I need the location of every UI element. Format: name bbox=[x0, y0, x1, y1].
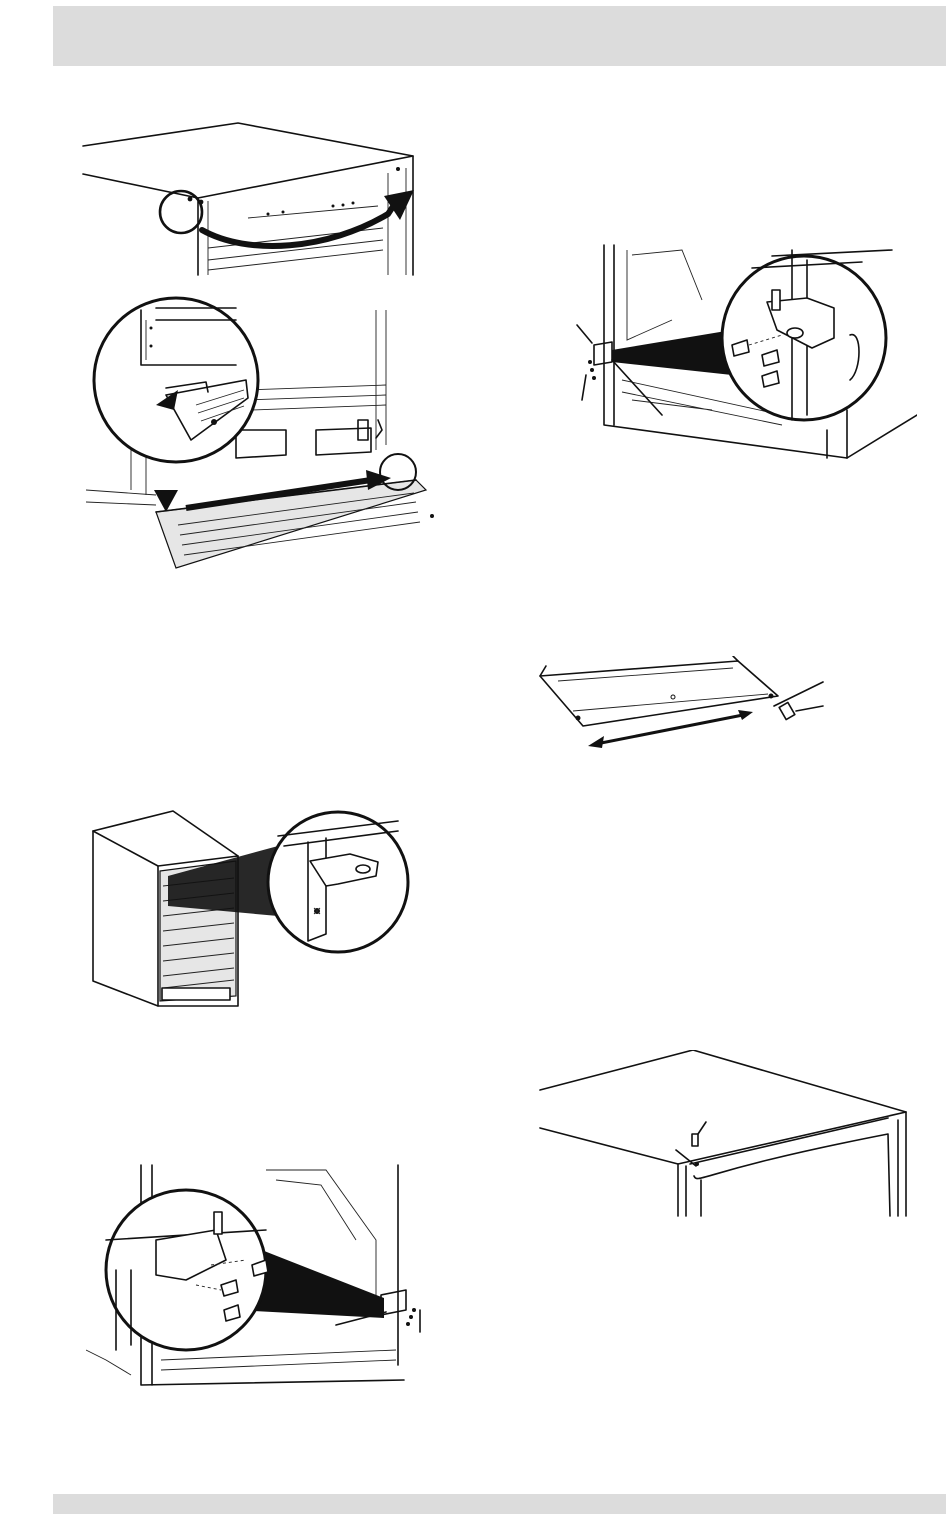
lower-hinge-right-side-illustration bbox=[572, 240, 917, 468]
toe-grille-removal-illustration bbox=[86, 280, 438, 570]
footer-band bbox=[53, 1494, 946, 1514]
upper-hinge-bracket-cabinet-illustration bbox=[88, 806, 410, 1012]
header-band bbox=[53, 6, 946, 66]
door-bottom-hinge-pin-illustration bbox=[538, 656, 824, 748]
cabinet-top-rotate-arrow-illustration bbox=[78, 118, 423, 278]
cabinet-top-hinge-pin-illustration bbox=[538, 1050, 910, 1218]
lower-hinge-left-side-illustration bbox=[86, 1160, 438, 1392]
